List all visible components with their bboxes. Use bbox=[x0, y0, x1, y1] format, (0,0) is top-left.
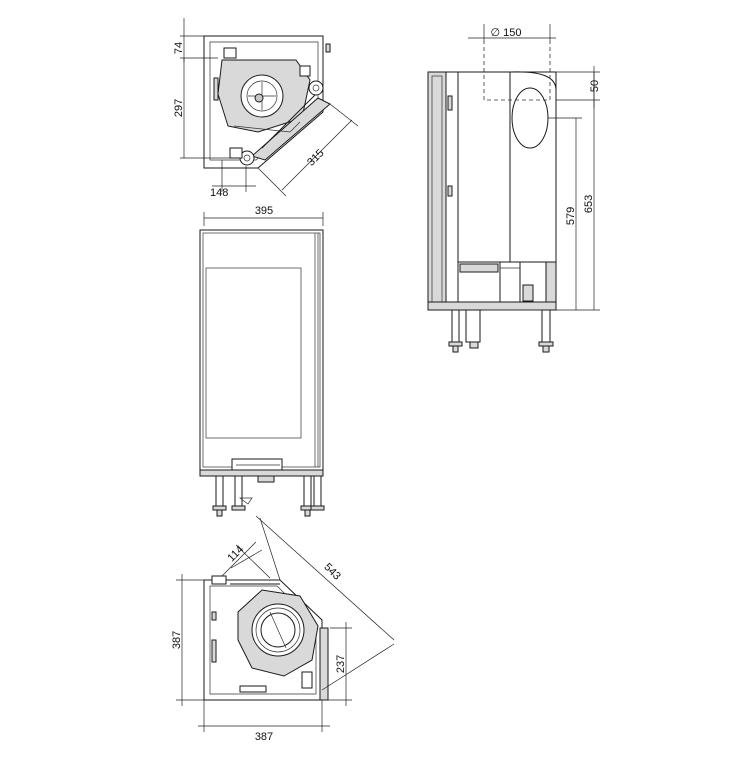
dim-150-label: ∅ 150 bbox=[491, 27, 522, 39]
bottom-view bbox=[203, 575, 329, 701]
dim-148-label: 148 bbox=[210, 187, 228, 199]
dim-74-label: 74 bbox=[173, 42, 185, 54]
dim-579-label: 579 bbox=[565, 207, 577, 225]
side-view-dimensions: ∅ 150 50 579 653 bbox=[468, 24, 601, 311]
dim-387-vertical-label: 387 bbox=[171, 631, 183, 649]
dim-237-label: 237 bbox=[335, 655, 347, 673]
front-view-leg bbox=[215, 475, 224, 507]
front-view-leg bbox=[303, 475, 312, 507]
dim-297-label: 297 bbox=[173, 99, 185, 117]
dim-395-label: 395 bbox=[255, 205, 273, 217]
bottom-view-door bbox=[319, 627, 329, 701]
front-view-base bbox=[199, 469, 324, 477]
dim-543-label: 543 bbox=[321, 561, 342, 582]
side-view-flue-oval bbox=[511, 87, 549, 149]
front-view: 395 bbox=[199, 205, 325, 517]
side-view-leg bbox=[451, 309, 460, 343]
top-view-outline bbox=[203, 35, 324, 169]
side-view-flue-dashed bbox=[483, 40, 551, 101]
side-view-leg bbox=[541, 309, 551, 343]
front-view-body bbox=[199, 229, 324, 471]
dim-387-horizontal-label: 387 bbox=[255, 731, 273, 743]
front-view-glass bbox=[205, 267, 302, 439]
dim-50-label: 50 bbox=[589, 80, 601, 92]
dim-653-label: 653 bbox=[583, 195, 595, 213]
side-view bbox=[427, 40, 557, 353]
top-view bbox=[203, 35, 331, 169]
dim-315-label: 315 bbox=[305, 147, 326, 168]
